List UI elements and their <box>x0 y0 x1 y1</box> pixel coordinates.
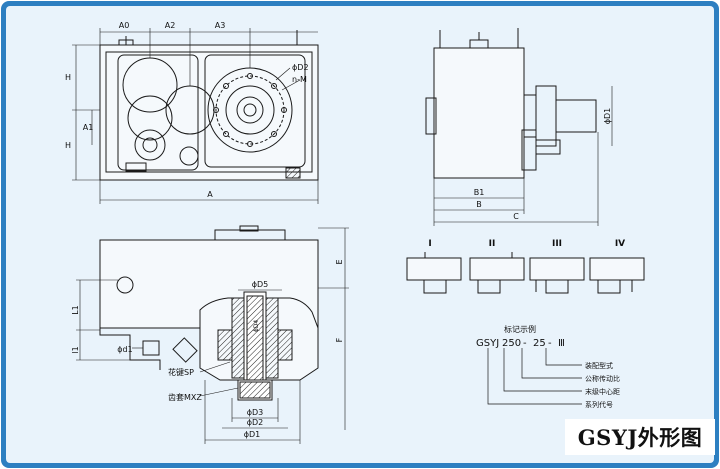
label-d3: ϕD3 <box>247 408 264 417</box>
dim-e: E <box>335 259 344 264</box>
mount-type-3: III <box>552 239 562 249</box>
label-d2: ϕD2 <box>247 418 264 427</box>
callout-gear-sleeve: 齿套MXZ <box>168 392 202 402</box>
marking-note-assembly: 装配型式 <box>585 361 613 370</box>
label-d1-side: ϕD1 <box>603 108 612 125</box>
label-d1-small: ϕd1 <box>117 345 132 354</box>
dim-l1b: l1 <box>71 346 80 353</box>
marking-code-center: 250 <box>502 338 521 349</box>
marking-code-ratio: 25 <box>533 338 546 349</box>
label-nm: n-M <box>292 75 307 84</box>
side-view <box>425 28 613 226</box>
marking-note-ratio: 公称传动比 <box>585 374 620 383</box>
dim-h-lower: H <box>65 141 71 150</box>
callout-spline: 花键SP <box>168 367 194 377</box>
marking-code-dash1: - <box>523 338 527 349</box>
marking-note-center: 末级中心距 <box>585 387 620 396</box>
dim-b: B <box>476 200 482 209</box>
dim-f: F <box>335 337 344 342</box>
marking-leaders <box>487 348 582 405</box>
dim-a3: A3 <box>215 21 226 30</box>
label-d5: ϕD5 <box>252 280 269 289</box>
marking-code-type: Ⅲ <box>558 338 565 349</box>
mount-type-2: II <box>489 239 496 249</box>
dim-c: C <box>513 212 519 221</box>
drawing-title: GSYJ外形图 <box>577 425 703 450</box>
dim-a: A <box>207 190 213 199</box>
mount-type-figures <box>406 252 645 294</box>
label-d2-top: ϕD2 <box>292 63 309 72</box>
label-d1: ϕD1 <box>244 430 261 439</box>
mount-type-4: IV <box>615 239 625 249</box>
dim-l1: L1 <box>71 305 80 315</box>
dim-h-upper: H <box>65 73 71 82</box>
marking-code-series: GSYJ <box>476 338 499 349</box>
title-box <box>565 419 715 455</box>
marking-heading: 标记示例 <box>504 324 536 334</box>
section-view <box>76 225 349 444</box>
dim-a1: A1 <box>83 123 94 132</box>
dim-a2: A2 <box>165 21 176 30</box>
marking-code-dash2: - <box>548 338 552 349</box>
dim-b1: B1 <box>474 188 485 197</box>
top-view <box>72 28 319 204</box>
dim-a0: A0 <box>119 21 130 30</box>
marking-note-series: 系列代号 <box>585 400 613 409</box>
mount-type-1: I <box>428 239 431 249</box>
label-d4: ϕD4 <box>253 320 260 333</box>
